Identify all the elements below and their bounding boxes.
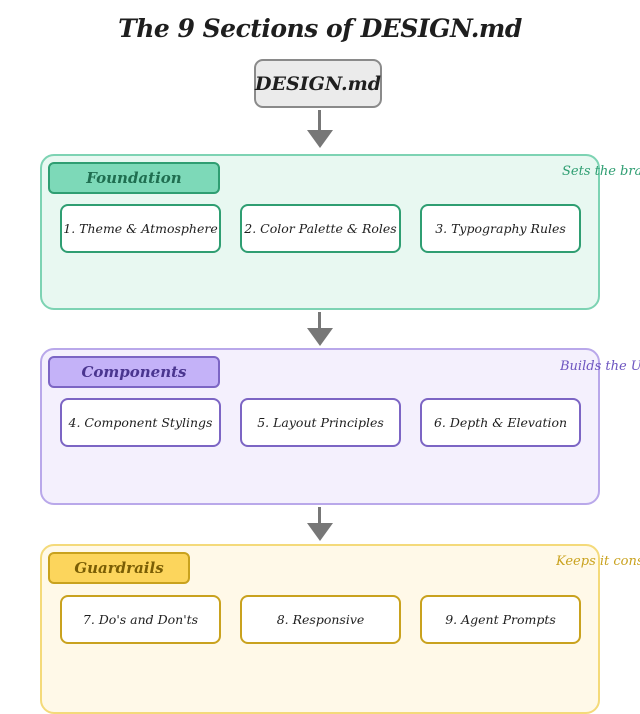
group-foundation: Foundation 1. Theme & Atmosphere 2. Colo… [40,154,600,310]
section-card-typography: 3. Typography Rules [420,204,581,253]
section-card-theme-atmosphere: 1. Theme & Atmosphere [60,204,221,253]
section-card-component-stylings: 4. Component Stylings [60,398,221,447]
section-card-depth-elevation: 6. Depth & Elevation [420,398,581,447]
section-card-layout-principles: 5. Layout Principles [240,398,401,447]
note-foundation: Sets the bra [562,164,640,179]
section-card-agent-prompts: 9. Agent Prompts [420,595,581,644]
group-components: Components 4. Component Stylings 5. Layo… [40,348,600,505]
arrow-foundation-to-components [307,312,333,348]
root-node: DESIGN.md [254,59,382,108]
section-card-responsive: 8. Responsive [240,595,401,644]
section-card-color-palette: 2. Color Palette & Roles [240,204,401,253]
note-components: Builds the UI [560,359,640,374]
group-label-components: Components [48,356,220,388]
group-guardrails: Guardrails 7. Do's and Don'ts 8. Respons… [40,544,600,714]
section-card-dos-donts: 7. Do's and Don'ts [60,595,221,644]
arrow-root-to-foundation [307,110,333,150]
group-label-foundation: Foundation [48,162,220,194]
note-guardrails: Keeps it consis [556,554,640,569]
group-label-guardrails: Guardrails [48,552,190,584]
arrow-components-to-guardrails [307,507,333,543]
diagram-title: The 9 Sections of DESIGN.md [118,14,522,43]
